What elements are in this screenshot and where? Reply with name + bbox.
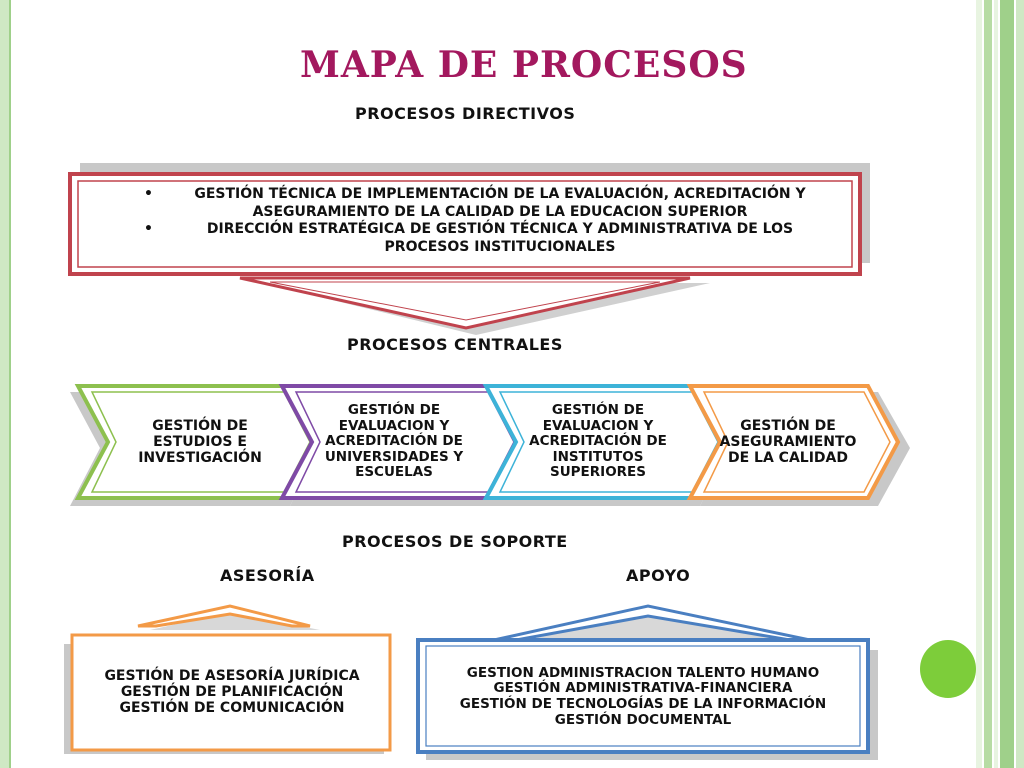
- left-border-decoration: [0, 0, 11, 768]
- chevron-line: GESTIÓN DE: [740, 417, 836, 434]
- chevron-line: ACREDITACIÓN DE: [325, 433, 463, 450]
- asesoria-item: GESTIÓN DE ASESORÍA JURÍDICA: [104, 667, 360, 684]
- chevron-universidades-text: GESTIÓN DE EVALUACION Y ACREDITACIÓN DE …: [306, 394, 482, 490]
- chevron-line: ACREDITACIÓN DE: [529, 433, 667, 450]
- chevron-line: GESTIÓN DE: [347, 402, 441, 419]
- chevron-line: INVESTIGACIÓN: [138, 450, 262, 467]
- chevron-line: ESCUELAS: [355, 464, 433, 481]
- chevron-line: EVALUACION Y: [542, 417, 654, 434]
- directivos-item: DIRECCIÓN ESTRATÉGICA DE GESTIÓN TÉCNICA…: [130, 221, 830, 256]
- section-procesos-centrales: PROCESOS CENTRALES: [347, 335, 563, 354]
- apoyo-text: GESTION ADMINISTRACION TALENTO HUMANO GE…: [430, 648, 856, 746]
- chevron-estudios-text: GESTIÓN DE ESTUDIOS E INVESTIGACIÓN: [110, 394, 290, 490]
- chevron-estudios: [70, 384, 321, 506]
- apoyo-item: GESTIÓN DOCUMENTAL: [554, 711, 732, 728]
- accent-circle-icon: [920, 640, 976, 698]
- section-asesoria: ASESORÍA: [220, 566, 315, 585]
- chevron-universidades: [278, 384, 526, 506]
- chevron-line: GESTIÓN DE: [152, 417, 248, 434]
- chevron-line: INSTITUTOS: [552, 448, 644, 465]
- chevron-line: ESTUDIOS E: [153, 433, 247, 450]
- section-procesos-directivos: PROCESOS DIRECTIVOS: [355, 104, 576, 123]
- apoyo-item: GESTION ADMINISTRACION TALENTO HUMANO: [466, 664, 820, 681]
- section-procesos-soporte: PROCESOS DE SOPORTE: [342, 532, 568, 551]
- directivos-item: GESTIÓN TÉCNICA DE IMPLEMENTACIÓN DE LA …: [130, 186, 830, 221]
- asesoria-item: GESTIÓN DE PLANIFICACIÓN: [120, 683, 344, 700]
- chevron-aseguramiento-text: GESTIÓN DE ASEGURAMIENTO DE LA CALIDAD: [714, 394, 862, 490]
- chevron-aseguramiento: [686, 384, 910, 506]
- chevron-institutos-text: GESTIÓN DE EVALUACION Y ACREDITACIÓN DE …: [510, 394, 686, 490]
- right-border-decoration: [976, 0, 1024, 768]
- page-title: MAPA DE PROCESOS: [300, 44, 748, 86]
- apoyo-item: GESTIÓN DE TECNOLOGÍAS DE LA INFORMACIÓN: [459, 696, 827, 712]
- asesoria-text: GESTIÓN DE ASESORÍA JURÍDICA GESTIÓN DE …: [80, 640, 384, 744]
- chevron-line: ASEGURAMIENTO: [719, 433, 857, 450]
- chevron-line: UNIVERSIDADES Y: [324, 448, 464, 465]
- asesoria-item: GESTIÓN DE COMUNICACIÓN: [119, 700, 345, 717]
- apoyo-item: GESTIÓN ADMINISTRATIVA-FINANCIERA: [493, 680, 793, 697]
- directivos-arrow: [239, 276, 710, 335]
- asesoria-arrow: [137, 604, 320, 630]
- chevron-line: GESTIÓN DE: [551, 402, 645, 419]
- asesoria-box: [64, 633, 392, 754]
- chevron-line: SUPERIORES: [549, 464, 647, 481]
- chevron-line: DE LA CALIDAD: [727, 450, 848, 467]
- apoyo-box: [416, 638, 878, 760]
- directivos-list: GESTIÓN TÉCNICA DE IMPLEMENTACIÓN DE LA …: [130, 186, 830, 256]
- chevron-line: EVALUACION Y: [338, 417, 450, 434]
- section-apoyo: APOYO: [626, 566, 691, 585]
